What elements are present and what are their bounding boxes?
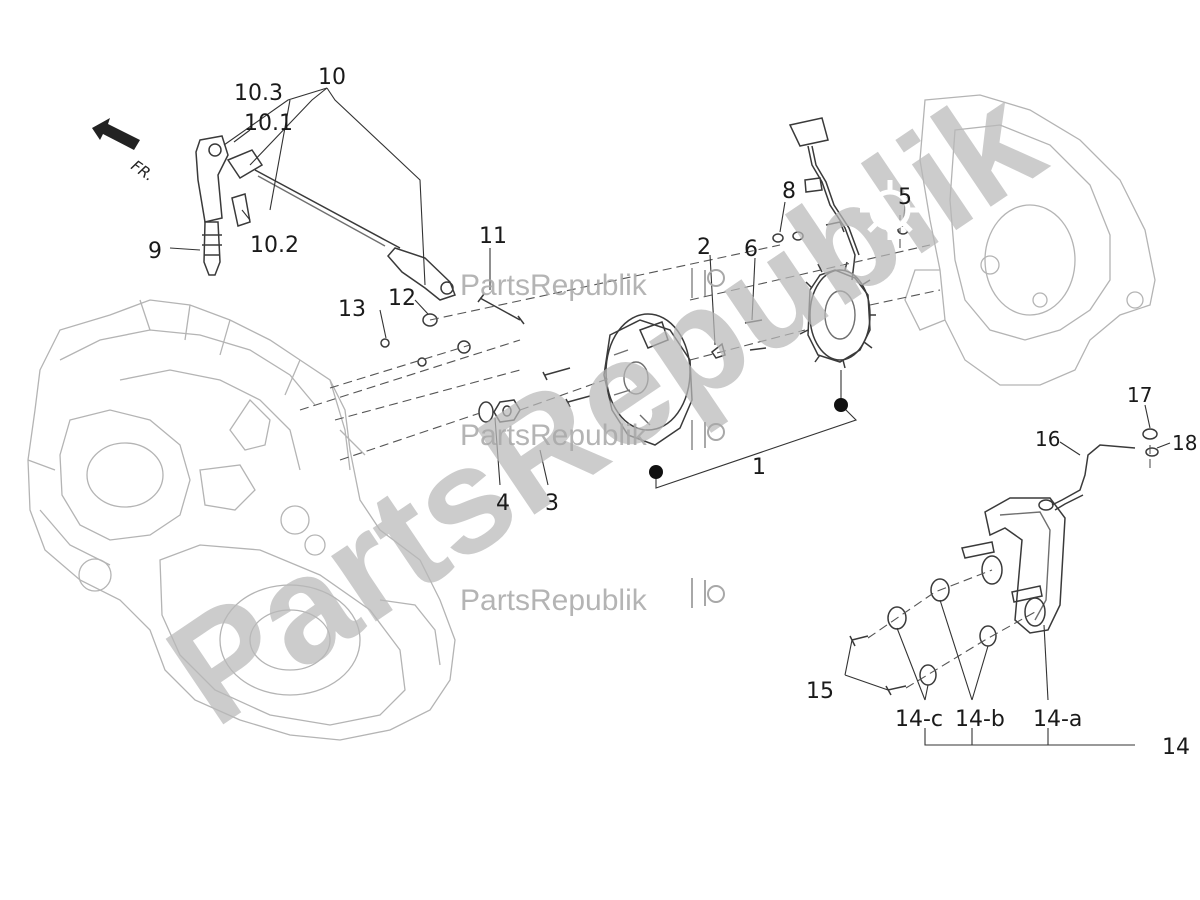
callout-4: 4 xyxy=(496,491,510,516)
direction-label: FR. xyxy=(128,157,158,185)
callout-15: 15 xyxy=(806,679,834,704)
callout-8: 8 xyxy=(782,179,796,204)
watermark-diagonal: PartsRepublik xyxy=(139,53,1070,757)
front-direction-arrow: FR. xyxy=(92,118,158,185)
callout-2: 2 xyxy=(697,235,711,260)
leader-lines xyxy=(169,87,1171,746)
reference-dots xyxy=(649,398,848,479)
assembly-lines xyxy=(299,215,1151,689)
callout-9: 9 xyxy=(148,239,162,264)
callout-16: 16 xyxy=(1035,427,1060,451)
flywheel-nut-washer xyxy=(478,399,521,423)
key-2 xyxy=(710,342,726,359)
callout-5: 5 xyxy=(898,185,912,210)
watermark-bottom: PartsRepublik xyxy=(460,584,648,617)
callout-18: 18 xyxy=(1172,431,1197,455)
callout-10: 10 xyxy=(318,65,346,90)
callout-11: 11 xyxy=(479,224,507,249)
flywheel-rotor xyxy=(603,313,693,446)
engine-block xyxy=(27,299,456,741)
bolt-11 xyxy=(477,293,525,325)
callout-10-2: 10.2 xyxy=(250,233,299,258)
watermark-middle: PartsRepublik xyxy=(460,419,648,452)
callout-14-b: 14-b xyxy=(955,707,1005,732)
callout-10-3: 10.3 xyxy=(234,81,283,106)
callout-1: 1 xyxy=(752,455,766,480)
callout-17: 17 xyxy=(1127,383,1152,407)
callout-13: 13 xyxy=(338,297,366,322)
callout-3: 3 xyxy=(545,491,559,516)
watermark-large-gear-icon xyxy=(860,180,920,240)
callout-14: 14 xyxy=(1162,735,1190,760)
callout-10-1: 10.1 xyxy=(244,111,293,136)
callout-12: 12 xyxy=(388,286,416,311)
callout-14-c: 14-c xyxy=(895,707,943,732)
stator-wiring-harness xyxy=(788,117,860,281)
watermark-top: PartsRepublik xyxy=(460,269,648,302)
callout-14-a: 14-a xyxy=(1033,707,1082,732)
stator xyxy=(799,261,876,369)
callout-labels: 10 10.3 10.1 10.2 9 11 12 13 2 6 8 5 4 3… xyxy=(148,65,1197,760)
crankcase-cover xyxy=(904,94,1156,386)
bracket-14 xyxy=(849,497,1066,696)
rotor-bolts xyxy=(542,319,767,408)
watermark: PartsRepublik PartsRepublik PartsRepubli… xyxy=(139,53,1070,757)
small-hardware xyxy=(380,313,471,367)
spark-plug-assembly xyxy=(195,135,456,301)
callout-6: 6 xyxy=(744,237,758,262)
watermark-gear-icon xyxy=(691,268,725,608)
